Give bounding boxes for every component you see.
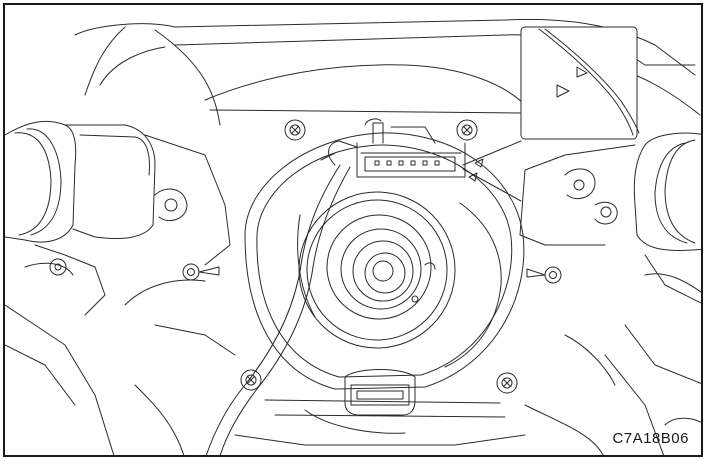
bolt-right — [526, 266, 562, 284]
bolt-bottom-right — [496, 372, 518, 394]
illustration-frame: C7A18B06 — [3, 3, 703, 457]
bolt-top-left — [284, 119, 306, 141]
mounting-bolts — [182, 119, 562, 394]
bolt-left — [182, 263, 220, 281]
clock-spring-rotor — [298, 191, 456, 349]
figure-code: C7A18B06 — [612, 430, 689, 447]
clock-spring-body — [244, 132, 525, 434]
right-stalk-switch — [519, 132, 701, 455]
bolt-top-right — [456, 119, 478, 141]
lower-housing — [124, 279, 616, 455]
bolt-bottom-left — [240, 369, 262, 391]
bottom-connector — [344, 369, 416, 416]
steering-column-clock-spring-diagram — [5, 18, 701, 455]
wire-harness — [205, 140, 358, 455]
detail-callout — [520, 26, 640, 140]
top-connector — [356, 118, 466, 178]
left-stalk-switch — [5, 120, 231, 455]
alignment-marks — [462, 140, 522, 202]
